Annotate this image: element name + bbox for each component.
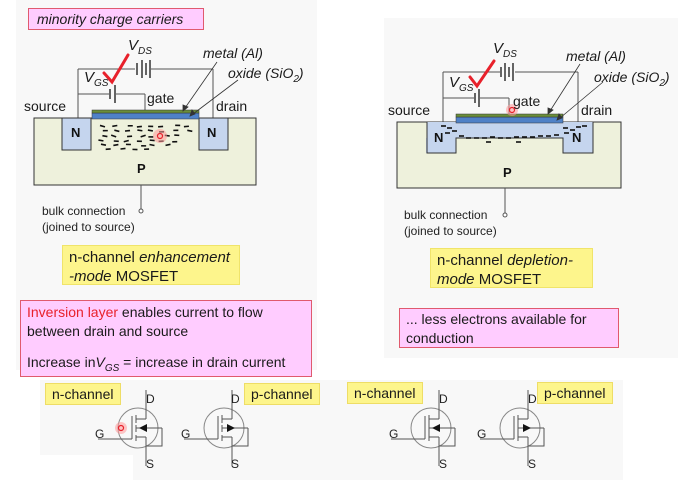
electron: [187, 129, 193, 133]
body-connection: [146, 428, 163, 447]
electron: [120, 147, 126, 150]
sym1-g: G: [181, 427, 191, 441]
cursor-dot: [153, 129, 167, 143]
electron: [99, 124, 106, 128]
p-label: P: [137, 161, 146, 176]
gate-label: gate: [147, 90, 175, 106]
source-label-right: source: [388, 102, 431, 118]
electron: [123, 139, 129, 143]
checkmark-icon: [102, 53, 130, 85]
vds-label: VDS: [128, 37, 152, 57]
arrow-icon: [139, 424, 147, 432]
depletion-mosfet-diagram: [396, 59, 622, 218]
electron: [98, 139, 104, 142]
electron: [149, 143, 155, 147]
symbol-label-p-channel-dep: p-channel: [537, 382, 613, 404]
electron-cloud-right: [441, 125, 587, 143]
body-connection: [528, 428, 545, 447]
n-region-drain: [198, 117, 229, 151]
sym2-d: D: [439, 392, 448, 406]
arrow-icon: [523, 424, 531, 432]
electron: [112, 124, 118, 128]
symbol-label-n-channel-enh: n-channel: [45, 383, 121, 405]
enhancement-mode-label: n-channel enhancement -mode MOSFET: [62, 245, 240, 285]
sym0-s: S: [146, 457, 155, 471]
electron: [147, 129, 154, 132]
cursor-ring: [117, 424, 125, 432]
sym3-d: D: [528, 392, 537, 406]
vds-battery-icon: [136, 60, 151, 78]
electron: [102, 134, 108, 138]
sym3-s: S: [528, 457, 537, 471]
mosfet-symbol-p-channel-enhancement: [184, 390, 249, 466]
source-label: source: [24, 98, 67, 114]
n-right-label-right: N: [572, 130, 582, 145]
symbol-label-n-channel-dep: n-channel: [347, 382, 423, 404]
cursor-dot-symbol: [115, 422, 127, 434]
body-connection: [232, 428, 249, 447]
sym1-s: S: [231, 457, 240, 471]
n-right-label: N: [207, 125, 217, 140]
n-left-label: N: [71, 125, 81, 140]
bulk-connection-label-right: bulk connection (joined to source): [404, 208, 497, 238]
arrow-icon: [432, 424, 440, 432]
checkmark-icon-right: [468, 59, 496, 89]
metal-label-right: metal (Al): [566, 48, 626, 64]
electron: [100, 143, 107, 146]
bulk-terminal: [138, 208, 144, 214]
less-electrons-note: ... less electrons available for conduct…: [399, 308, 619, 348]
n-left-label-right: N: [434, 130, 444, 145]
electron: [110, 134, 117, 138]
electron: [140, 134, 146, 138]
mosfet-symbol-p-channel-depletion: [480, 390, 545, 466]
electron: [114, 129, 120, 133]
inversion-layer-note: Inversion layer enables current to flow …: [20, 300, 312, 377]
bulk-terminal-right: [502, 212, 508, 218]
vds-label-right: VDS: [493, 40, 517, 60]
enhancement-mosfet-diagram: [33, 53, 257, 214]
sym2-g: G: [389, 427, 399, 441]
vgs-label-right: VGS: [449, 74, 474, 94]
vgs-label: VGS: [84, 69, 109, 89]
oxide-label-right: oxide (SiO2): [594, 69, 670, 89]
metal-layer: [91, 109, 200, 114]
symbol-label-p-channel-enh: p-channel: [244, 383, 320, 405]
body-connection: [439, 428, 456, 447]
minority-carriers-text: minority charge carriers: [37, 11, 184, 27]
gate-label-right: gate: [513, 93, 541, 109]
vgs-battery-icon-right: [474, 89, 480, 107]
n-region-source: [61, 117, 92, 151]
electron: [137, 129, 143, 132]
drain-label: drain: [216, 98, 248, 114]
sym0-d: D: [146, 392, 155, 406]
arrow-icon: [227, 424, 235, 432]
drain-label-right: drain: [581, 102, 613, 118]
vgs-battery-icon: [109, 85, 116, 103]
vds-battery-icon-right: [500, 63, 514, 81]
cursor-dot-right: [506, 104, 518, 116]
bulk-connection-label: bulk connection (joined to source): [42, 204, 135, 234]
sym3-g: G: [477, 427, 487, 441]
electron: [113, 143, 119, 147]
minority-carriers-label: minority charge carriers: [28, 8, 204, 30]
p-label-right: P: [503, 165, 512, 180]
mosfet-symbol-n-channel-depletion: [391, 390, 456, 466]
sym1-d: D: [231, 392, 240, 406]
electron: [165, 143, 171, 147]
depletion-mode-label: n-channel depletion- mode MOSFET: [430, 248, 593, 288]
sym2-s: S: [439, 457, 448, 471]
oxide-label: oxide (SiO2): [228, 65, 304, 85]
sym0-g: G: [95, 427, 105, 441]
metal-label: metal (Al): [203, 45, 263, 61]
